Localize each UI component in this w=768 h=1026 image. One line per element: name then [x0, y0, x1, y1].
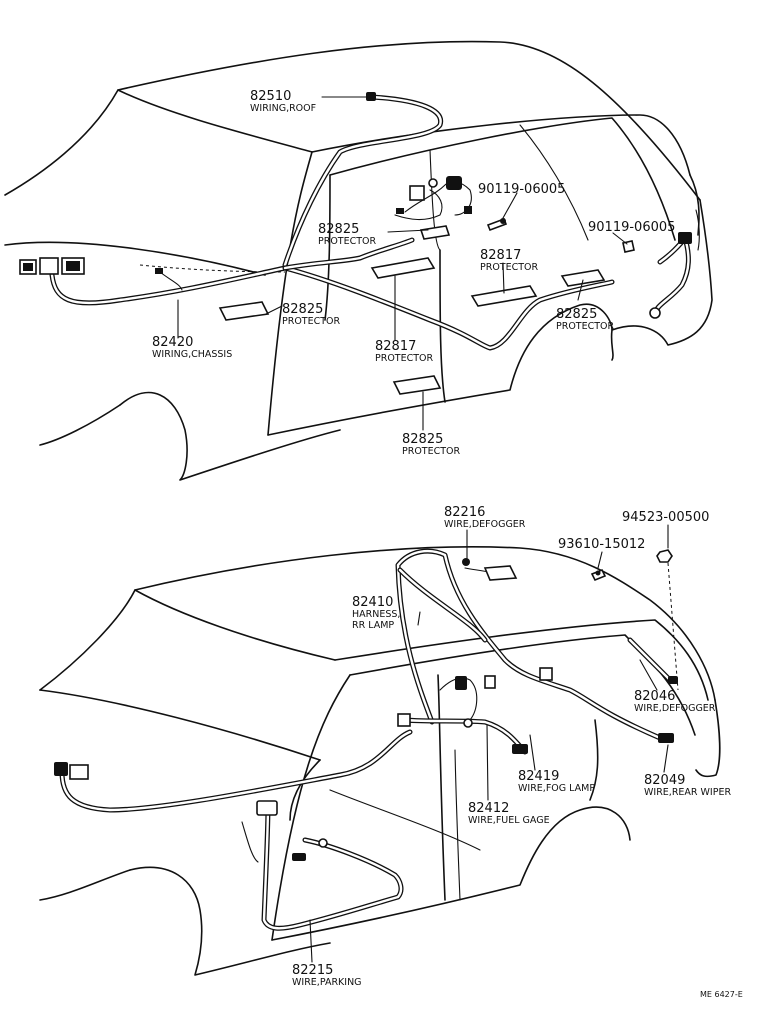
part-name-line2: RR LAMP: [352, 620, 394, 631]
rear-wiring: [622, 209, 700, 319]
callout-bolt-a: 90119-06005: [478, 182, 565, 197]
part-number: 82825: [402, 432, 443, 447]
part-number: 82410: [352, 595, 393, 610]
part-name: PROTECTOR: [282, 316, 341, 327]
top-car-body: [4, 40, 713, 481]
callout-wire-fog-lamp: 82419 WIRE,FOG LAMP: [518, 769, 595, 794]
callout-wire-parking: 82215 WIRE,PARKING: [292, 963, 362, 988]
part-name: WIRE,DEFOGGER: [444, 519, 526, 530]
bottom-left-wiring: [54, 729, 413, 813]
part-name: WIRING,CHASSIS: [152, 349, 232, 360]
part-number: 82825: [556, 307, 597, 322]
roof-wiring: [282, 92, 444, 268]
bottom-figure: 82216 WIRE,DEFOGGER 94523-00500 93610-15…: [39, 505, 731, 988]
top-leader-lines: [177, 96, 628, 431]
chassis-connector-icon: [19, 257, 85, 275]
callout-wire-rear-wiper: 82049 WIRE,REAR WIPER: [644, 773, 731, 798]
callout-wiring-chassis: 82420 WIRING,CHASSIS: [152, 335, 232, 360]
junction-plug-icon: [397, 713, 411, 727]
part-name: WIRE,PARKING: [292, 977, 362, 988]
part-number: 82420: [152, 335, 193, 350]
callout-bolt-b: 90119-06005: [588, 220, 675, 235]
clip-icon: [590, 568, 607, 582]
rr-lamp-harness: [395, 548, 674, 743]
part-number: 94523-00500: [622, 510, 709, 525]
callout-wiring-roof: 82510 WIRING,ROOF: [250, 89, 316, 114]
protector-pad-e: [218, 301, 270, 321]
part-name: PROTECTOR: [480, 262, 539, 273]
callout-wire-defogger-b: 82046 WIRE,DEFOGGER: [634, 689, 716, 714]
cluster-connector-icon: [409, 185, 425, 201]
part-number: 90119-06005: [588, 220, 675, 235]
defogger-wiring: [462, 558, 678, 684]
part-number: 82412: [468, 801, 509, 816]
part-name: PROTECTOR: [556, 321, 615, 332]
part-number: 82049: [644, 773, 685, 788]
part-number: 82510: [250, 89, 291, 104]
callout-harness-rr-lamp: 82410 HARNESS, RR LAMP: [352, 595, 400, 631]
part-name: PROTECTOR: [402, 446, 461, 457]
part-number: 82817: [480, 248, 521, 263]
wiper-connector-icon: [658, 733, 674, 743]
part-number: 82817: [375, 339, 416, 354]
rear-connector-icon: [678, 232, 692, 244]
part-number: 90119-06005: [478, 182, 565, 197]
parking-connector-icon: [256, 800, 278, 816]
bottom-left-connector-icon: [54, 762, 89, 780]
part-name: WIRE,REAR WIPER: [644, 787, 731, 798]
part-number: 82419: [518, 769, 559, 784]
parking-wiring: [241, 800, 404, 931]
part-number: 82825: [282, 302, 323, 317]
roof-connector-icon: [366, 92, 376, 101]
figure-code: ME 6427-E: [700, 990, 743, 999]
cluster-plug-icon: [446, 176, 462, 190]
protector-pad-c: [470, 285, 538, 307]
part-name: PROTECTOR: [375, 353, 434, 364]
callout-wire-defogger-a: 82216 WIRE,DEFOGGER: [444, 505, 526, 530]
callout-protector-e: 82817 PROTECTOR: [375, 339, 434, 364]
bottom-leader-lines: [309, 524, 679, 963]
chassis-wiring: [19, 237, 615, 351]
protector-pad-f: [392, 375, 442, 395]
protector-pad-b: [370, 257, 436, 279]
callout-nut: 94523-00500: [622, 510, 709, 525]
bolt-icon-a: [486, 217, 508, 232]
part-number: 93610-15012: [558, 537, 645, 552]
part-name: WIRE,FOG LAMP: [518, 783, 595, 794]
callout-protector-f: 82825 PROTECTOR: [402, 432, 461, 457]
bottom-junction: [397, 667, 553, 755]
part-number: 82216: [444, 505, 485, 520]
part-number: 82215: [292, 963, 333, 978]
callout-clip: 93610-15012: [558, 537, 645, 552]
part-name: HARNESS,: [352, 609, 400, 620]
part-name: WIRE,FUEL GAGE: [468, 815, 550, 826]
part-name: WIRE,DEFOGGER: [634, 703, 716, 714]
protector-pad-d: [560, 269, 606, 287]
protector-pad-a: [419, 225, 451, 240]
callout-protector-b: 82817 PROTECTOR: [480, 248, 539, 273]
part-number: 82046: [634, 689, 675, 704]
junction-cluster: [394, 176, 472, 240]
callout-protector-a: 82825 PROTECTOR: [318, 222, 377, 247]
part-name: WIRING,ROOF: [250, 103, 316, 114]
part-number: 82825: [318, 222, 359, 237]
fog-lamp-connector-icon: [512, 744, 528, 754]
top-figure: 82510 WIRING,ROOF 90119-06005 82825 PROT…: [4, 40, 713, 481]
bottom-car-body: [39, 546, 721, 976]
nut-icon: [656, 549, 673, 563]
callout-protector-d: 82825 PROTECTOR: [282, 302, 341, 327]
chassis-clip-icon: [155, 268, 163, 274]
part-name: PROTECTOR: [318, 236, 377, 247]
callout-protector-c: 82825 PROTECTOR: [556, 307, 615, 332]
callout-wire-fuel-gage: 82412 WIRE,FUEL GAGE: [468, 801, 550, 826]
